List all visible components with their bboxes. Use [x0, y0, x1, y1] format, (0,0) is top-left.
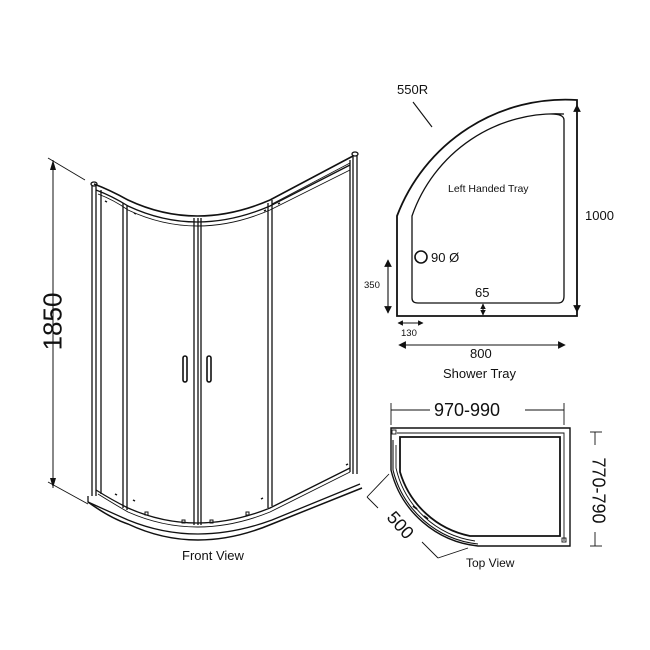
- tray-width-label: 800: [470, 346, 492, 361]
- top-view-depth-label: 770-790: [588, 457, 609, 524]
- door-handles: [182, 355, 212, 383]
- waste-size-label: 90 Ø: [431, 250, 460, 265]
- right-door-handle-icon: [206, 355, 212, 383]
- tray-outline: [396, 98, 578, 317]
- shower-tray-caption: Shower Tray: [443, 366, 516, 381]
- tray-depth-label: 1000: [585, 208, 614, 223]
- waste-offset-bottom-label: 350: [364, 280, 380, 291]
- waste-offset-side-label: 130: [401, 328, 417, 339]
- left-door-handle-icon: [182, 355, 188, 383]
- tray-type-label: Left Handed Tray: [448, 183, 529, 195]
- front-view-drawing: [47, 151, 363, 541]
- top-view-drawing: [366, 403, 602, 559]
- rim-offset-label: 65: [475, 285, 490, 300]
- top-view-width-label: 970-990: [434, 400, 501, 420]
- height-dimension-label: 1850: [37, 292, 68, 351]
- top-view-caption: Top View: [466, 556, 515, 570]
- waste-outlet-icon: [414, 250, 428, 264]
- tray-radius-label: 550R: [397, 82, 429, 97]
- shower-tray-drawing: [384, 98, 581, 349]
- front-view-caption: Front View: [182, 548, 244, 563]
